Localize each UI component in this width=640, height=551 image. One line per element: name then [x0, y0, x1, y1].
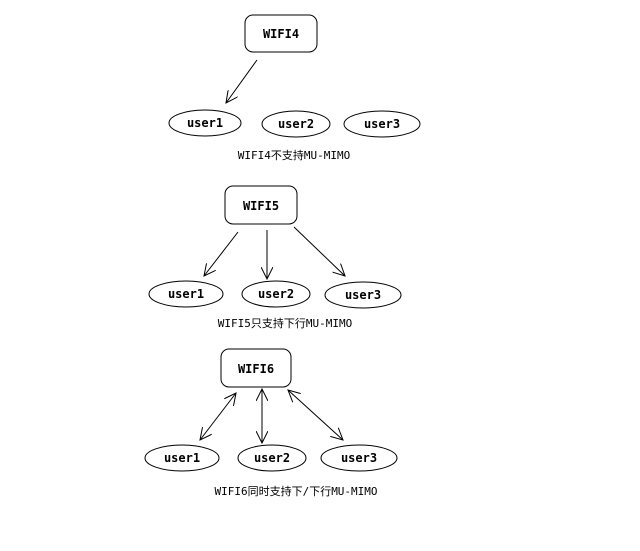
user-label-wifi5-user1: user1 [168, 287, 204, 301]
user-node-wifi5-user2 [241, 280, 311, 308]
user-label-wifi5-user3: user3 [345, 288, 381, 302]
user-label-wifi6-user1: user1 [164, 451, 200, 465]
link-wifi4-user1 [226, 59, 258, 103]
link-wifi6-user1 [200, 393, 236, 440]
link-wifi6-user3 [288, 390, 343, 440]
user-node-wifi4-user2 [261, 110, 331, 138]
user-label-wifi5-user2: user2 [258, 287, 294, 301]
ap-label-wifi6: WIFI6 [238, 362, 274, 376]
user-node-wifi5-user1 [148, 280, 224, 308]
link-wifi5-user3 [293, 226, 345, 276]
user-node-wifi6-user2 [237, 444, 307, 472]
user-label-wifi4-user3: user3 [364, 117, 400, 131]
user-node-wifi6-user3 [320, 444, 398, 472]
ap-label-wifi4: WIFI4 [263, 27, 299, 41]
section-wifi6: WIFI6 user1 user2 user3 WIFI6同时支持下/下行MU-… [144, 348, 398, 498]
user-node-wifi6-user1 [144, 444, 220, 472]
caption-wifi5: WIFI5只支持下行MU-MIMO [218, 316, 352, 330]
ap-box-wifi4 [244, 14, 318, 53]
ap-box-wifi6 [220, 348, 292, 388]
user-label-wifi6-user2: user2 [254, 451, 290, 465]
section-wifi5: WIFI5 user1 user2 user3 WIFI5只支持下行MU-MIM… [148, 185, 402, 330]
section-wifi4: WIFI4 user1 user2 user3 WIFI4不支持MU-MIMO [168, 14, 421, 162]
user-label-wifi6-user3: user3 [341, 451, 377, 465]
link-wifi5-user1 [204, 231, 239, 276]
ap-box-wifi5 [224, 185, 298, 225]
ap-label-wifi5: WIFI5 [243, 199, 279, 213]
caption-wifi4: WIFI4不支持MU-MIMO [238, 148, 350, 162]
user-label-wifi4-user1: user1 [187, 116, 223, 130]
user-label-wifi4-user2: user2 [278, 117, 314, 131]
caption-wifi6: WIFI6同时支持下/下行MU-MIMO [214, 484, 377, 498]
user-node-wifi4-user3 [343, 110, 421, 138]
user-node-wifi4-user1 [168, 109, 242, 137]
user-node-wifi5-user3 [324, 281, 402, 309]
